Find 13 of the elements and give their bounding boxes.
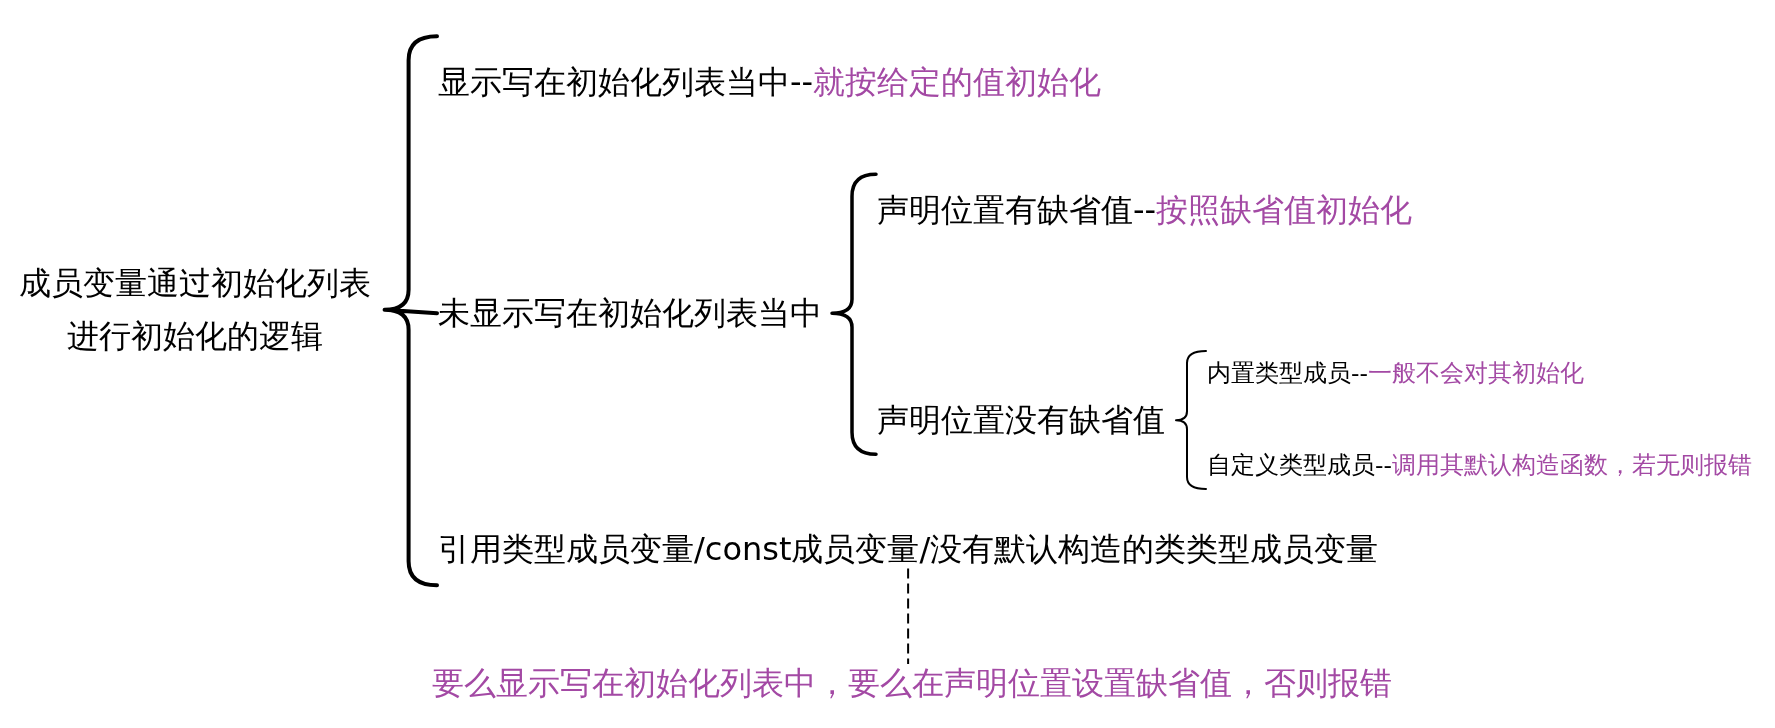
branch-text: 引用类型成员变量/const成员变量/没有默认构造的类类型成员变量: [438, 530, 1379, 569]
curly-brace: [830, 172, 878, 456]
branch-text: 自定义类型成员--调用其默认构造函数，若无则报错: [1207, 451, 1752, 480]
topic-text: 成员变量通过初始化列表进行初始化的逻辑: [14, 257, 376, 363]
dashed-line: [907, 567, 910, 665]
branch-text: 声明位置没有缺省值: [877, 401, 1165, 440]
branch-text: 未显示写在初始化列表当中: [438, 294, 822, 333]
note-text: 要么显示写在初始化列表中，要么在声明位置设置缺省值，否则报错: [432, 664, 1392, 703]
curly-brace: [1175, 350, 1207, 491]
branch-text: 内置类型成员--一般不会对其初始化: [1207, 359, 1584, 388]
branch-text: 声明位置有缺省值--按照缺省值初始化: [877, 191, 1413, 230]
branch-text: 显示写在初始化列表当中--就按给定的值初始化: [438, 63, 1102, 102]
curly-brace: [382, 34, 439, 588]
